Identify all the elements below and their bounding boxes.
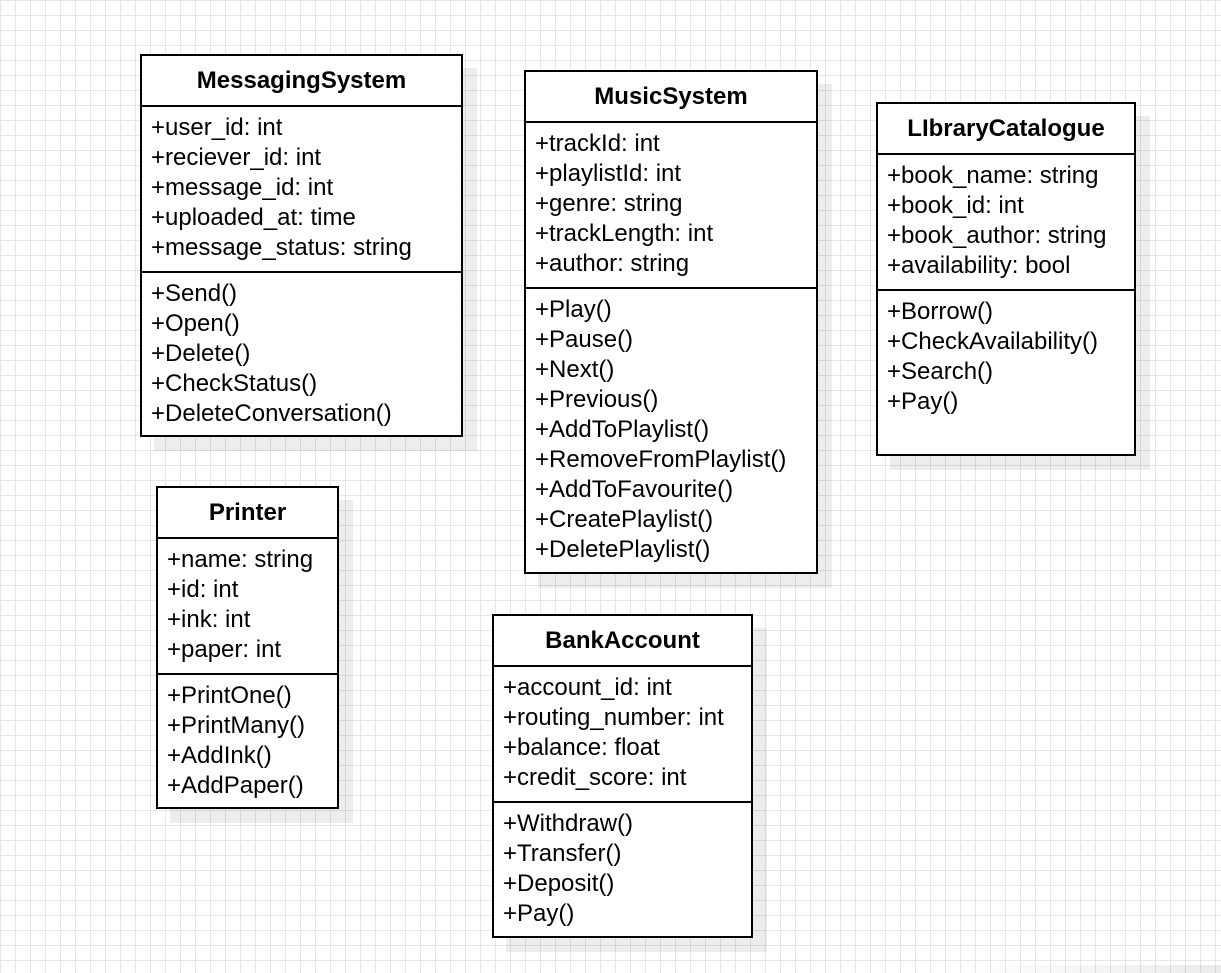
method: +CreatePlaylist() [535,506,714,533]
attribute: +uploaded_at: time [151,204,356,231]
attribute: +trackLength: int [535,220,714,247]
attribute: +message_status: string [151,234,412,261]
attribute: +name: string [167,546,314,573]
class-music-system[interactable]: MusicSystem +trackId: int +playlistId: i… [524,70,818,574]
method: +Pause() [535,326,634,353]
method: +Search() [887,358,994,385]
attribute: +account_id: int [503,674,672,701]
method: +DeletePlaylist() [535,536,711,563]
attribute: +availability: bool [887,252,1071,279]
attributes-section: +account_id: int +routing_number: int +b… [494,667,751,803]
attribute: +playlistId: int [535,160,682,187]
method: +DeleteConversation() [151,400,392,427]
attribute: +book_name: string [887,162,1099,189]
attribute: +routing_number: int [503,704,724,731]
class-title: BankAccount [494,616,751,667]
method: +Next() [535,356,615,383]
attribute: +ink: int [167,606,251,633]
attribute: +id: int [167,576,239,603]
class-library-catalogue[interactable]: LIbraryCatalogue +book_name: string +boo… [876,102,1136,456]
method: +Deposit() [503,870,615,897]
class-title: MessagingSystem [142,56,461,107]
attributes-section: +name: string +id: int +ink: int +paper:… [158,539,337,675]
method: +RemoveFromPlaylist() [535,446,787,473]
method: +Previous() [535,386,659,413]
method: +CheckAvailability() [887,328,1098,355]
attribute: +book_id: int [887,192,1024,219]
method: +Delete() [151,340,251,367]
class-title: LIbraryCatalogue [878,104,1134,155]
method: +AddToFavourite() [535,476,734,503]
attribute: +book_author: string [887,222,1107,249]
attribute: +genre: string [535,190,683,217]
method: +Transfer() [503,840,622,867]
method: +CheckStatus() [151,370,318,397]
canvas-edge-shadow [966,965,1221,973]
method: +Borrow() [887,298,994,325]
attribute: +balance: float [503,734,660,761]
attributes-section: +book_name: string +book_id: int +book_a… [878,155,1134,291]
method: +Play() [535,296,612,323]
method: +AddPaper() [167,772,304,799]
method: +Send() [151,280,238,307]
method: +AddToPlaylist() [535,416,710,443]
method: +PrintOne() [167,682,292,709]
attribute: +reciever_id: int [151,144,322,171]
class-messaging-system[interactable]: MessagingSystem +user_id: int +reciever_… [140,54,463,437]
attribute: +paper: int [167,636,282,663]
attribute: +trackId: int [535,130,660,157]
class-bank-account[interactable]: BankAccount +account_id: int +routing_nu… [492,614,753,938]
method: +AddInk() [167,742,272,769]
methods-section: +Send() +Open() +Delete() +CheckStatus()… [142,273,461,429]
method: +Withdraw() [503,810,634,837]
attribute: +credit_score: int [503,764,687,791]
method: +PrintMany() [167,712,306,739]
attribute: +message_id: int [151,174,334,201]
attributes-section: +trackId: int +playlistId: int +genre: s… [526,123,816,289]
attribute: +user_id: int [151,114,283,141]
method: +Pay() [887,388,959,415]
method: +Pay() [503,900,575,927]
attributes-section: +user_id: int +reciever_id: int +message… [142,107,461,273]
methods-section: +PrintOne() +PrintMany() +AddInk() +AddP… [158,675,337,801]
class-title: MusicSystem [526,72,816,123]
attribute: +author: string [535,250,690,277]
methods-section: +Play() +Pause() +Next() +Previous() +Ad… [526,289,816,565]
class-title: Printer [158,488,337,539]
method: +Open() [151,310,240,337]
methods-section: +Borrow() +CheckAvailability() +Search()… [878,291,1134,417]
methods-section: +Withdraw() +Transfer() +Deposit() +Pay(… [494,803,751,929]
class-printer[interactable]: Printer +name: string +id: int +ink: int… [156,486,339,809]
